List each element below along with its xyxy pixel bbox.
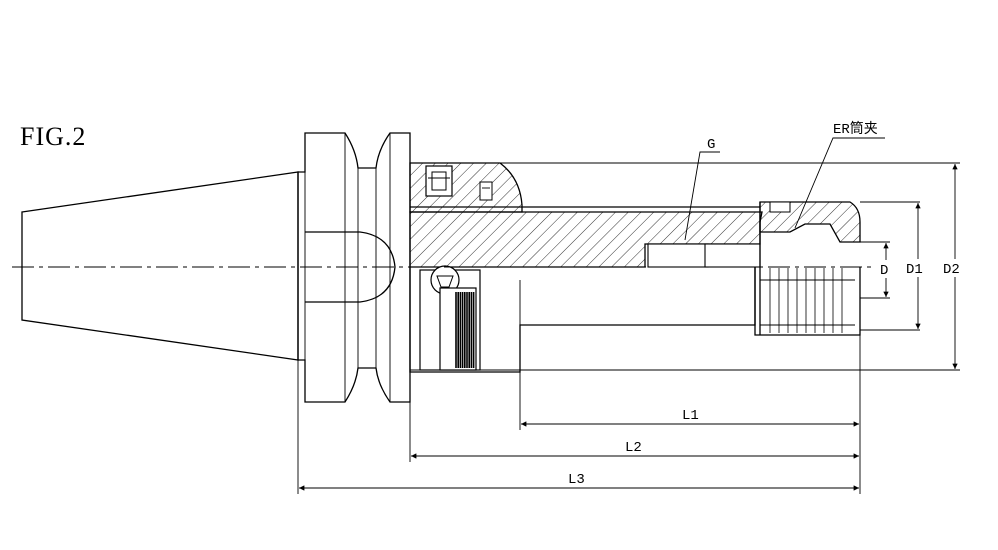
collet-nut-section — [759, 201, 861, 335]
g-leader — [684, 151, 720, 241]
g-label: G — [707, 137, 715, 153]
dim-l3-label: L3 — [568, 472, 585, 488]
knurled-ring — [439, 287, 477, 371]
er-collet-leader — [794, 137, 885, 229]
dim-d2-label: D2 — [943, 262, 960, 278]
clamp-nut-section — [409, 162, 523, 213]
dim-d-label: D — [880, 263, 888, 279]
dim-d1-label: D1 — [906, 262, 923, 278]
figure-label: FIG.2 — [20, 122, 86, 151]
taper-shank — [21, 171, 299, 361]
dim-l2-label: L2 — [625, 440, 642, 456]
body-section — [409, 206, 763, 268]
er-collet-label: ER筒夹 — [833, 120, 878, 138]
dim-l1-label: L1 — [682, 408, 699, 424]
flange — [297, 132, 411, 403]
collet-lower — [754, 267, 861, 336]
